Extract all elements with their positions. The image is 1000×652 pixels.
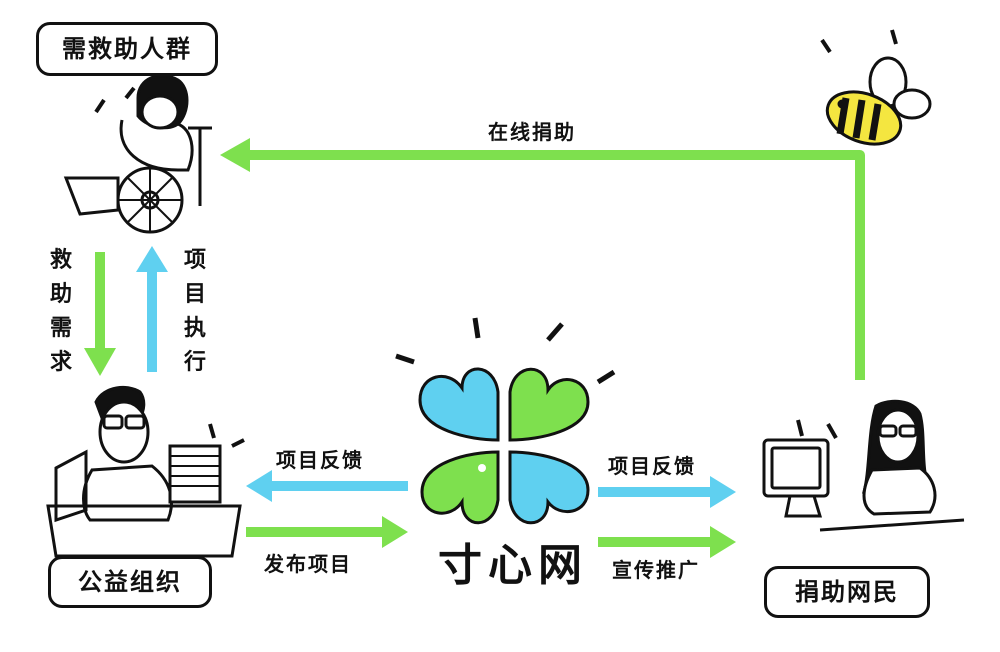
label-project-execution: 项目执行 (183, 248, 206, 375)
node-public-org: 公益组织 (48, 556, 212, 608)
promotion-arrow (598, 526, 736, 558)
label-rescue-demand: 救助需求 (49, 248, 72, 375)
feedback-left-arrow (246, 470, 408, 502)
label-feedback-left: 项目反馈 (276, 448, 364, 472)
office-worker-illustration (46, 385, 245, 558)
node-people-in-need: 需救助人群 (36, 22, 218, 76)
donor-illustration (762, 399, 965, 532)
feedback-right-arrow (598, 476, 736, 508)
label-online-donation: 在线捐助 (488, 120, 576, 144)
rescue-demand-arrow (84, 252, 116, 376)
label-promotion: 宣传推广 (612, 558, 700, 582)
label-publish-project: 发布项目 (264, 552, 352, 576)
wheelchair-person-illustration (63, 74, 212, 234)
node-donor: 捐助网民 (764, 566, 930, 618)
platform-name: 寸心网 (438, 540, 588, 591)
project-execution-arrow (136, 246, 168, 372)
clover-logo (395, 317, 616, 525)
online-donation-arrow (220, 138, 865, 380)
publish-project-arrow (246, 516, 408, 548)
label-feedback-right: 项目反馈 (608, 454, 696, 478)
bee-icon (820, 29, 932, 146)
